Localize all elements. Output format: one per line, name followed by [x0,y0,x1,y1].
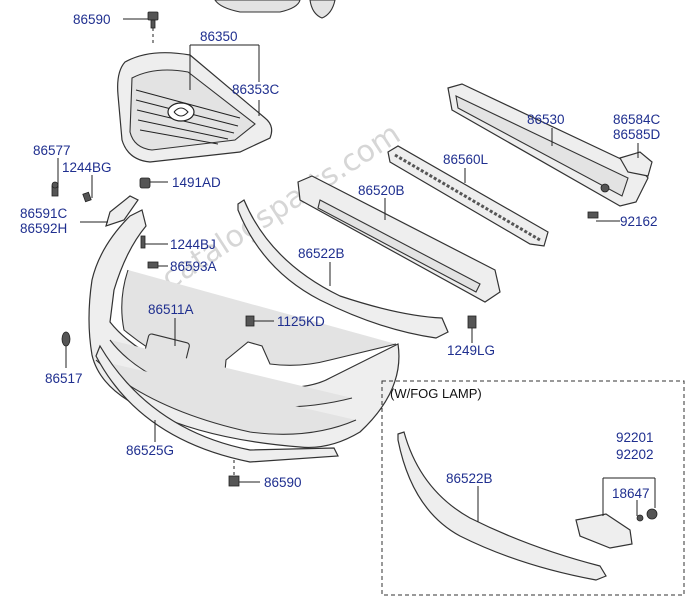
label-92162: 92162 [620,214,658,229]
label-18647: 18647 [612,486,650,501]
leader-lines [57,18,656,522]
lower-lip-spoiler [95,344,339,463]
grille-emblem [167,102,195,122]
label-86520b: 86520B [358,183,405,198]
label-86590-bottom: 86590 [264,475,302,490]
label-1491ad: 1491AD [172,175,221,190]
label-86593a: 86593A [170,259,217,274]
top-bumper-fragment [309,0,336,19]
label-92202: 92202 [616,447,654,462]
label-86585d: 86585D [613,127,661,142]
label-86522b: 86522B [298,246,345,261]
label-86577: 86577 [33,143,71,158]
radiator-grille [117,52,273,163]
bumper-bracket [619,151,653,177]
label-86590-top: 86590 [73,12,111,27]
top-grille-fragment [214,0,301,13]
fog-lamp-inset-frame [381,380,685,596]
side-bracket [105,195,139,227]
label-86350: 86350 [200,29,238,44]
label-1249lg: 1249LG [447,343,495,358]
label-86584c: 86584C [613,112,661,127]
label-92201: 92201 [616,430,654,445]
label-86511a: 86511A [148,302,194,317]
inset-lower-lip-strip [397,431,607,581]
label-86592h: 86592H [20,221,67,236]
label-1244bg: 1244BG [62,160,112,175]
label-86525g: 86525G [126,443,174,458]
label-1244bj: 1244BJ [170,237,216,252]
lower-lip-strip [237,199,449,339]
front-bumper-cover [88,209,400,449]
label-86591c: 86591C [20,206,68,221]
inset-title: (W/FOG LAMP) [390,386,482,401]
fog-lamp-housing [575,513,633,549]
label-86530: 86530 [527,112,565,127]
clip-86590-top [147,11,159,29]
part-labels: 86590 86350 86353C 86530 86584C 86585D 8… [20,12,661,501]
label-1125kd: 1125KD [277,314,325,329]
label-86522b-inset: 86522B [446,471,493,486]
label-86353c: 86353C [232,82,280,97]
label-86560l: 86560L [443,152,489,167]
label-86517: 86517 [45,371,83,386]
